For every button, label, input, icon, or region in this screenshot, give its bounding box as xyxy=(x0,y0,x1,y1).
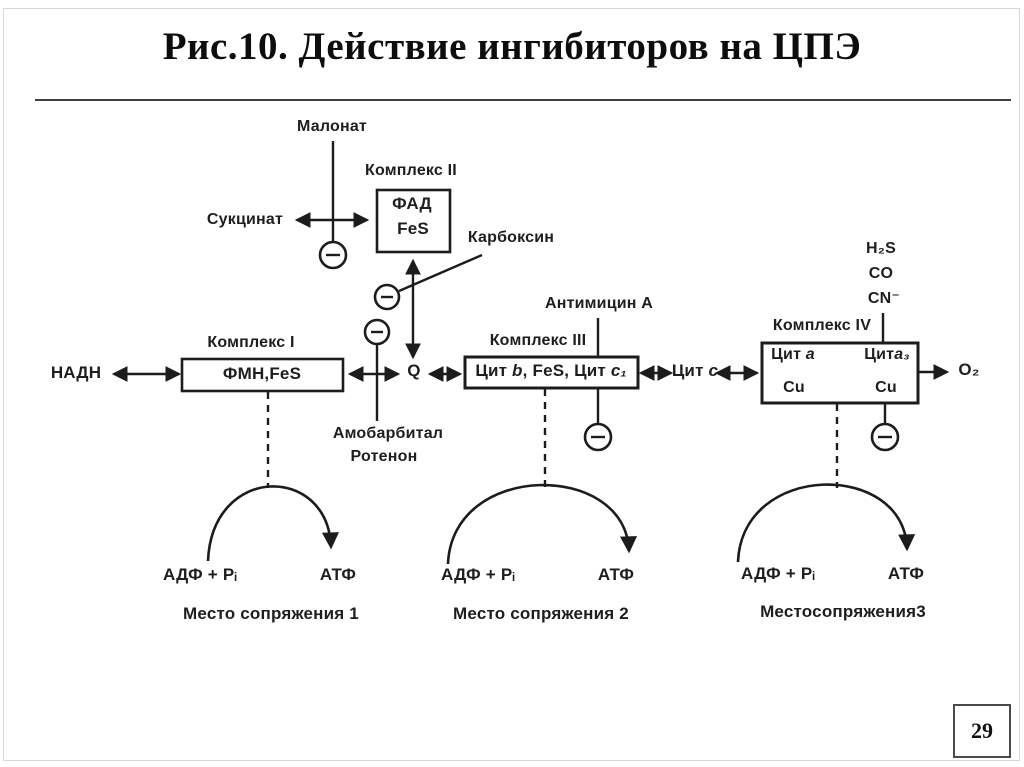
complex2-fes: FeS xyxy=(397,219,429,238)
complex4-cu-right: Cu xyxy=(875,379,897,396)
page-number: 29 xyxy=(971,718,993,743)
malonate-label: Малонат xyxy=(297,118,367,135)
cyt-c-label: Цит с xyxy=(671,361,719,380)
amobarbital-label: Амобарбитал xyxy=(332,425,444,442)
carboxin-minus-icon xyxy=(373,283,401,311)
carboxin-label: Карбоксин xyxy=(467,229,555,246)
complex1-content: ФМН,FeS xyxy=(222,364,302,383)
malonate-minus-icon xyxy=(318,240,348,270)
coupling3-adp-label: АДФ + Pᵢ xyxy=(740,564,816,583)
complex4-cyt-a3: Цитa₃ xyxy=(864,346,910,363)
carboxin-inhibition-line xyxy=(398,253,483,293)
complex3-cyt-b-prefix: Цит xyxy=(475,361,513,380)
coupling2-atp-label: АТФ xyxy=(597,565,635,584)
complex3-cyt-c1: c₁ xyxy=(610,361,627,380)
complex3-content: Цит b, FeS, Цит c₁ xyxy=(475,361,627,381)
complex1-label: Комплекс I xyxy=(207,334,295,351)
q-label: Q xyxy=(407,361,421,380)
coupling3-atp-label: АТФ xyxy=(887,564,925,583)
h2s-label: H₂S xyxy=(866,240,896,257)
coupling1-atp-label: АТФ xyxy=(319,565,357,584)
o2-label: O₂ xyxy=(958,360,980,379)
coupling3-site-label: Местосопряжения3 xyxy=(760,602,926,621)
page-number-box: 29 xyxy=(953,704,1011,758)
rotenone-label: Ротенон xyxy=(350,448,418,465)
cn-label: CN⁻ xyxy=(867,290,901,307)
co-label: CO xyxy=(868,265,894,282)
coupling1-site-label: Место сопряжения 1 xyxy=(183,604,359,623)
nadh-label: НАДН xyxy=(50,363,102,382)
complex3-label: Комплекс III xyxy=(489,332,587,349)
inhibitor-minus-icons xyxy=(318,240,900,452)
coupling2-adp-atp-arc xyxy=(446,483,638,565)
complex2-fad: ФАД xyxy=(392,194,432,213)
complex3-fes: , FeS, Цит xyxy=(522,361,611,380)
antimycin-minus-icon xyxy=(583,422,613,452)
complex2-box xyxy=(375,188,452,254)
coupling1-adp-atp-arc xyxy=(206,485,339,562)
complex4-label: Комплекс IV xyxy=(772,317,872,334)
amobarbital-minus-icon xyxy=(363,318,391,346)
antimycin-label: Антимицин А xyxy=(544,295,654,312)
title-divider xyxy=(35,99,1011,101)
coupling3-adp-atp-arc xyxy=(736,483,916,563)
coupling1-adp-label: АДФ + Pᵢ xyxy=(162,565,238,584)
succinate-label: Сукцинат xyxy=(206,211,284,228)
complex3-cyt-b: b xyxy=(512,361,523,380)
complex2-label: Комплекс II xyxy=(365,162,457,179)
complex3-box xyxy=(463,355,640,390)
gases-minus-icon xyxy=(870,422,900,452)
complex4-cyt-a: Цит a xyxy=(771,346,815,363)
coupling2-adp-label: АДФ + Pᵢ xyxy=(440,565,516,584)
slide-title: Рис.10. Действие ингибиторов на ЦПЭ xyxy=(162,25,862,68)
complex4-cu-left: Cu xyxy=(783,379,805,396)
connector-lines xyxy=(111,141,950,565)
complex4-box xyxy=(760,341,920,405)
complex1-box xyxy=(180,357,345,393)
coupling2-site-label: Место сопряжения 2 xyxy=(453,604,629,623)
complex-boxes xyxy=(180,188,920,405)
